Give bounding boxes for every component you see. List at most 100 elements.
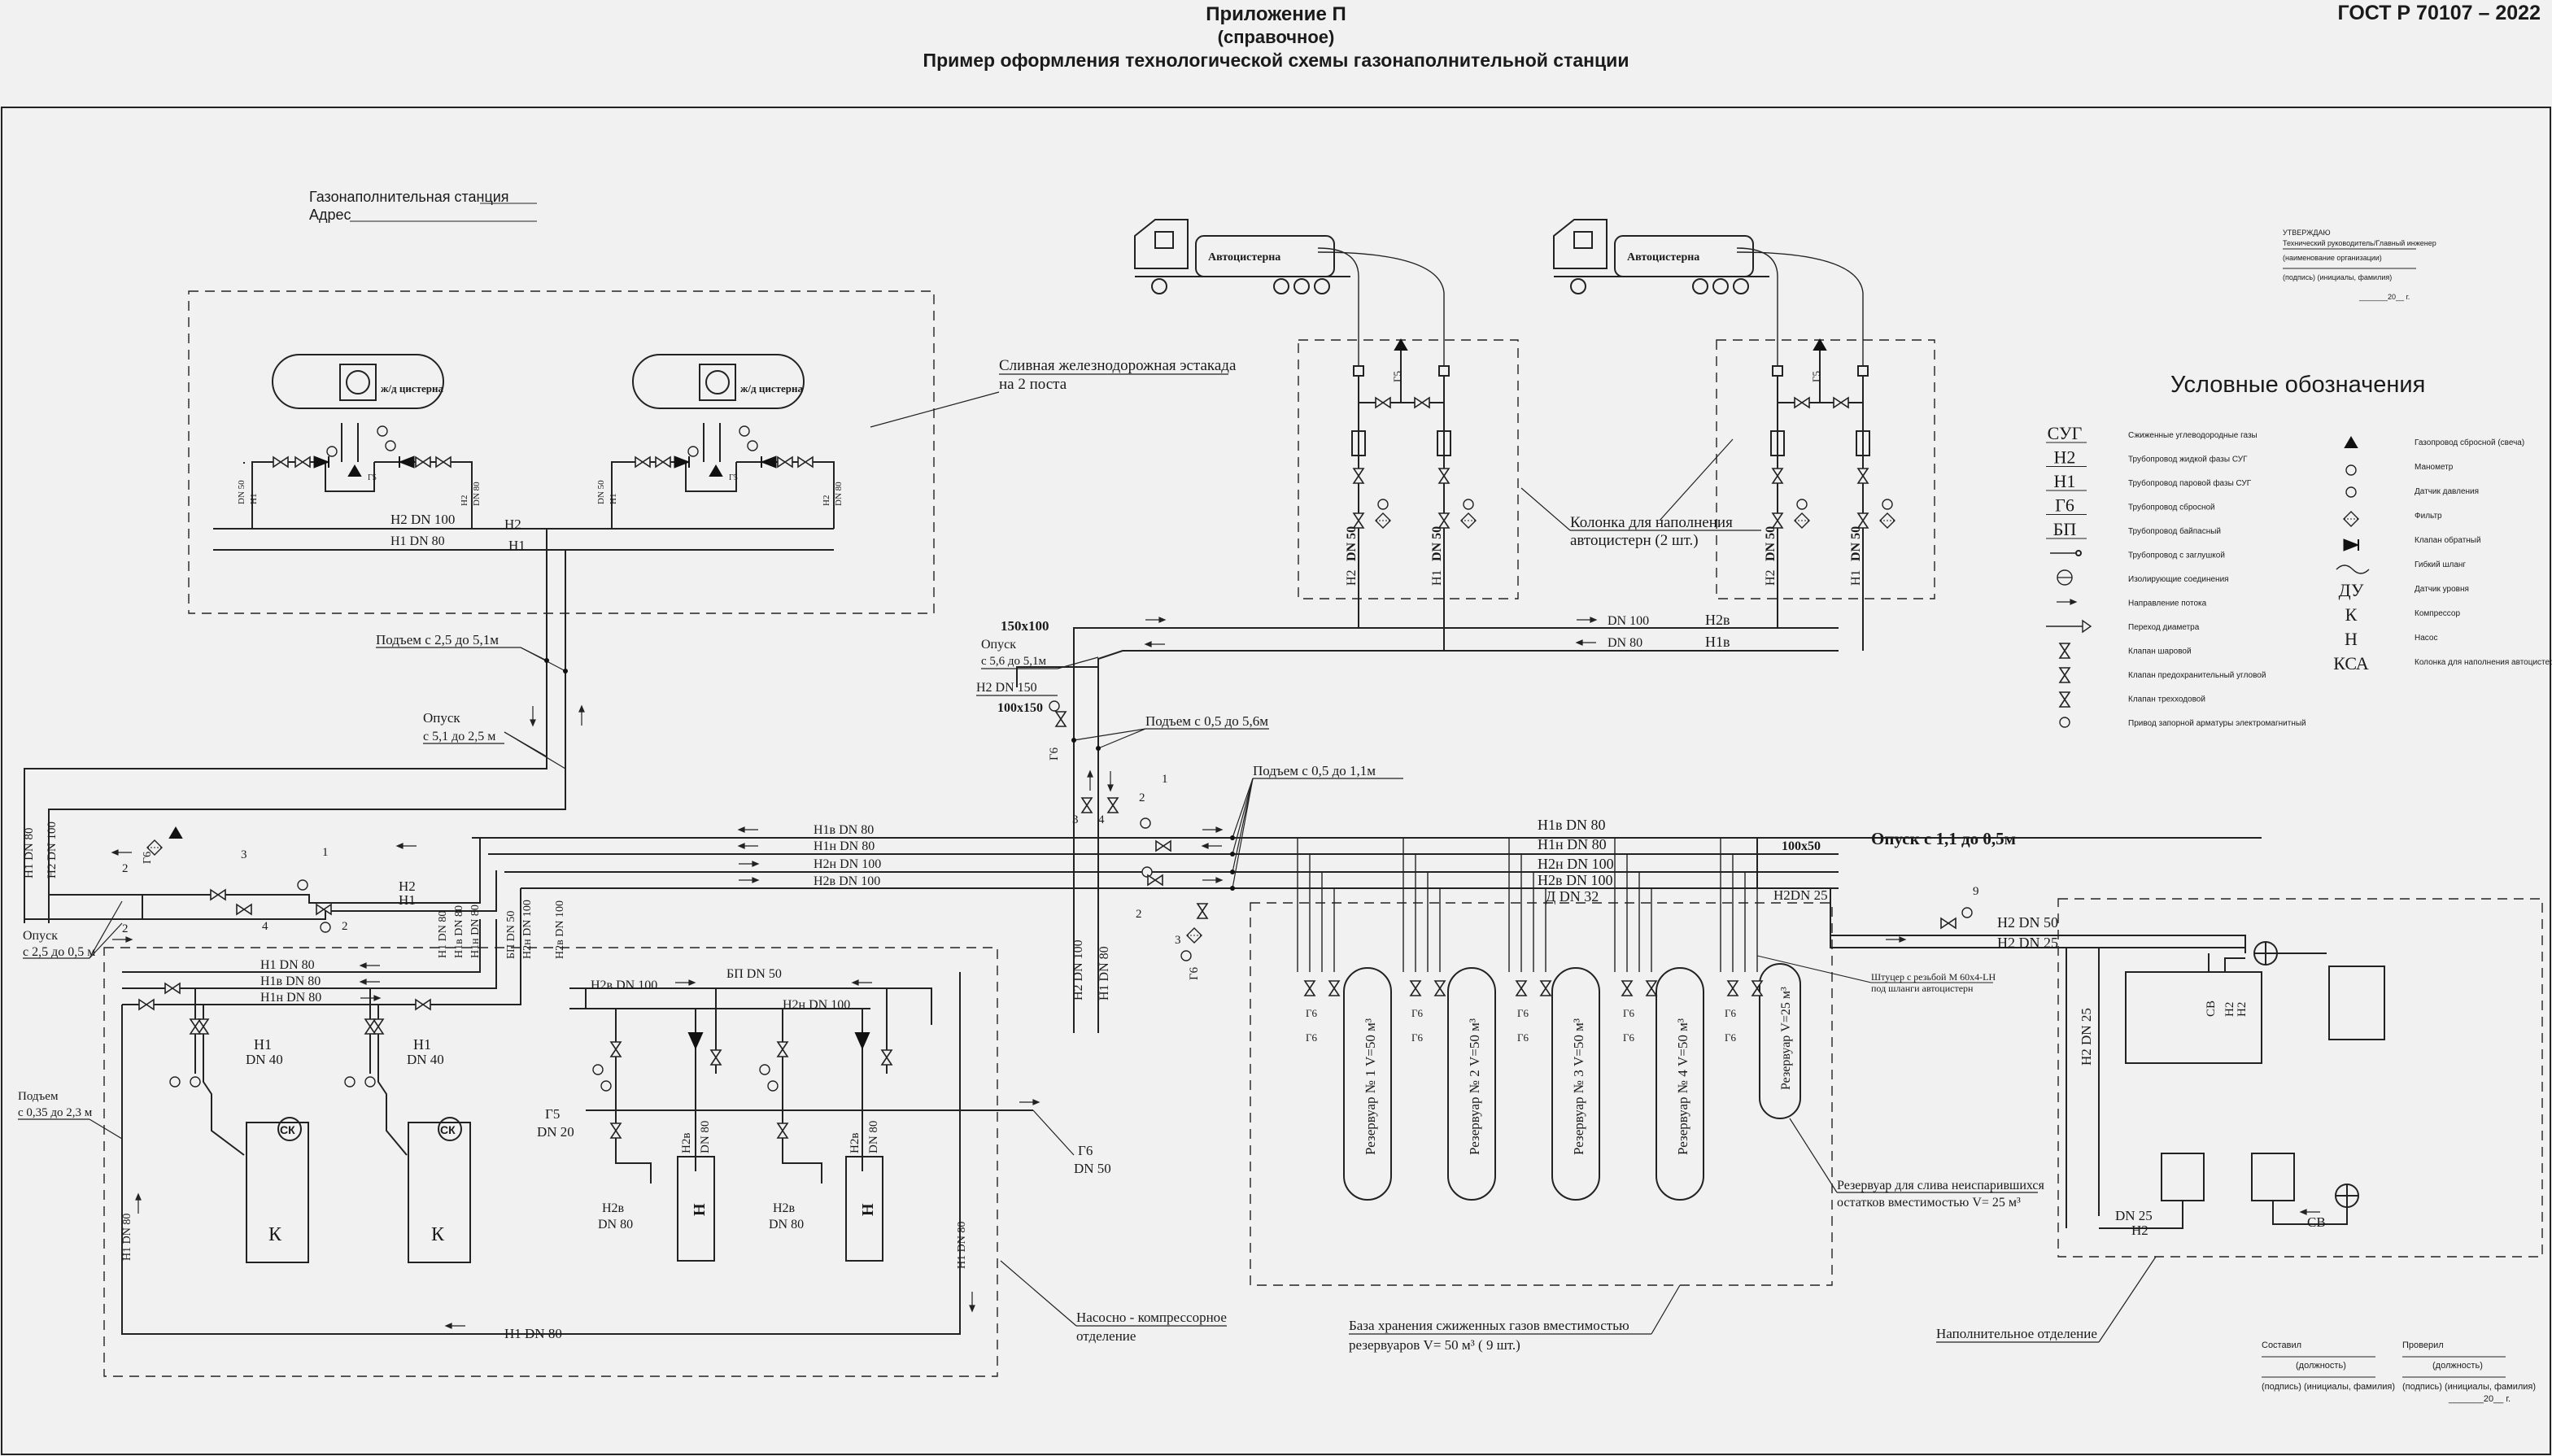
- st-h1v: Н1в DN 80: [1538, 817, 1606, 833]
- num-2a: 2: [122, 862, 129, 875]
- lift-011-label: Подъем с 0,5 до 1,1м: [1253, 763, 1376, 778]
- hdr-h2n: Н2н DN 100: [814, 857, 881, 871]
- h2-dn150: Н2 DN 150: [976, 681, 1037, 695]
- storage-label-1: База хранения сжиженных газов вместимост…: [1349, 1318, 1629, 1333]
- drop-25-label-2: с 2,5 до 0,5 м: [23, 945, 95, 959]
- storage-label-2: резервуаров V= 50 м³ ( 9 шт.): [1349, 1337, 1520, 1353]
- num-2b: 2: [122, 922, 129, 935]
- st-h2v: Н2в DN 100: [1538, 872, 1613, 888]
- t5-g6b: Г6: [1725, 1031, 1737, 1044]
- tank-2: Резервуар № 2 V=50 м³: [1467, 1018, 1482, 1155]
- fill-h2-dn25: Н2 DN 25: [2079, 1008, 2094, 1066]
- tank-1: Резервуар № 1 V=50 м³: [1363, 1018, 1378, 1155]
- sk-2: СК: [440, 1123, 456, 1136]
- sk-1: СК: [280, 1123, 295, 1136]
- pc-g6: Г6: [1078, 1143, 1093, 1158]
- size-100x50: 100х50: [1782, 839, 1821, 853]
- station-address: Адрес: [309, 207, 351, 223]
- fill-h2a: Н2: [2223, 1002, 2236, 1017]
- lift-035-label-2: с 0,35 до 2,3 м: [18, 1106, 93, 1119]
- num-2e: 2: [1136, 908, 1142, 921]
- comp2-h1: Н1: [413, 1036, 431, 1053]
- legend-left-sym-0: СУГ: [2048, 423, 2083, 443]
- rail-trestle: ж/д цистерна ж/д цистерна Г5 DN 50 Н1 Н2…: [188, 290, 1237, 614]
- legend-left-text-9: Клапан шаровой: [2128, 647, 2192, 656]
- rail2-dn50: DN 50: [596, 480, 606, 504]
- drop-25-label-1: Опуск: [23, 929, 58, 943]
- rail-tank-1: ж/д цистерна: [272, 354, 444, 409]
- size-150x100: 150х100: [1001, 618, 1049, 634]
- signoff-sign-2: (подпись) (инициалы, фамилия): [2402, 1382, 2536, 1392]
- legend-right-text-2: Датчик давления: [2415, 487, 2479, 496]
- num-3b: 3: [1072, 813, 1079, 826]
- lift-056-label: Подъем с 0,5 до 5,6м: [1145, 713, 1268, 729]
- t4-g6a: Г6: [1623, 1007, 1635, 1019]
- t3-g6a: Г6: [1517, 1007, 1529, 1019]
- approval-date: _______20__ г.: [2358, 293, 2410, 301]
- comp1-dn40: DN 40: [246, 1052, 283, 1067]
- pc-h1-ret: Н1 DN 80: [956, 1222, 968, 1269]
- col1-dn50a: DN 50: [1345, 526, 1359, 561]
- t2-g6a: Г6: [1411, 1007, 1424, 1019]
- legend-left-text-4: Трубопровод байпасный: [2128, 526, 2221, 536]
- col2-h1: Н1: [1849, 569, 1863, 586]
- legend-left-text-0: Сжиженные углеводородные газы: [2128, 431, 2258, 440]
- compressor-1-label: К: [268, 1224, 282, 1245]
- signoff-block: Составил Проверил (должность) (должность…: [2262, 1340, 2536, 1404]
- legend-left-text-3: Трубопровод сбросной: [2128, 503, 2215, 512]
- legend-right-text-3: Фильтр: [2415, 512, 2442, 521]
- compressor-2: К СК Н1 DN 40: [344, 988, 471, 1263]
- signoff-checked: Проверил: [2402, 1340, 2444, 1350]
- filling-section: СВ Н2 Н2 СВ Н2 DN 25 DN 25 Н2: [2057, 898, 2543, 1258]
- rail-tank-2: ж/д цистерна: [632, 354, 805, 409]
- truck-2: Автоцистерна: [1553, 219, 1769, 294]
- pc-vert4: БП DN 50: [505, 911, 517, 959]
- st-h1n: Н1н DN 80: [1538, 836, 1607, 852]
- signoff-date: _______20__ г.: [2448, 1394, 2511, 1404]
- pc-g6-dn50: DN 50: [1074, 1161, 1111, 1176]
- pump2-h2v: Н2в: [848, 1133, 862, 1153]
- h2-dn25-top: Н2DN 25: [1773, 887, 1828, 903]
- bp-dn50: БП DN 50: [726, 967, 782, 981]
- pc-label-1: Насосно - компрессорное: [1076, 1310, 1227, 1325]
- rail2-dn80: DN 80: [834, 482, 844, 506]
- truck-1: Автоцистерна: [1134, 219, 1350, 294]
- trestle-h1: Н1: [508, 538, 526, 553]
- signoff-pos-2: (должность): [2432, 1361, 2483, 1371]
- col-dn100: DN 100: [1608, 614, 1649, 628]
- trestle-h2: Н2: [504, 517, 521, 532]
- legend-left-sym-1: Н2: [2054, 447, 2076, 468]
- fill-section-label: Наполнительное отделение: [1936, 1326, 2097, 1341]
- g6-left: Г6: [142, 852, 154, 864]
- drop-51-label-1: Опуск: [423, 710, 460, 726]
- hdr-h2v: Н2в DN 100: [814, 874, 880, 888]
- legend-left-sym-2: Н1: [2054, 471, 2076, 491]
- approval-sign: (подпись) (инициалы, фамилия): [2283, 273, 2392, 281]
- pump-compressor-section: Н1 DN 80 Н1в DN 80 Н1н DN 80 Н1 DN 80 Н1…: [18, 888, 1227, 1377]
- fill-dn25: DN 25: [2115, 1208, 2153, 1223]
- num-3: 3: [241, 848, 247, 861]
- col1-g5: Г5: [1391, 371, 1403, 382]
- drain-tank-label-1: Резервуар для слива неиспарившихся: [1837, 1179, 2045, 1192]
- legend-right-sym-9: КСА: [2333, 653, 2369, 674]
- signoff-pos-1: (должность): [2296, 1361, 2346, 1371]
- fill-h2c: Н2: [2131, 1223, 2148, 1238]
- pc-h1-bottom: Н1 DN 80: [504, 1326, 562, 1341]
- g6-mid2: Г6: [1188, 966, 1201, 980]
- legend-left-text-8: Переход диаметра: [2128, 623, 2200, 632]
- size-100x150: 100х150: [997, 701, 1043, 715]
- legend-left-text-12: Привод запорной арматуры электромагнитны…: [2128, 719, 2306, 728]
- g5-r2: Г5: [729, 473, 738, 482]
- col-dn80: DN 80: [1608, 636, 1642, 650]
- gost-number: ГОСТ Р 70107 – 2022: [2337, 2, 2541, 24]
- st-d-dn32: Д DN 32: [1546, 888, 1599, 905]
- t3-g6b: Г6: [1517, 1031, 1529, 1044]
- num-2d: 2: [1139, 791, 1145, 804]
- drain-tank-label-2: остатков вместимостью V= 25 м³: [1837, 1196, 2021, 1210]
- legend-right-sym-7: К: [2345, 604, 2358, 625]
- legend-left-text-5: Трубопровод с заглушкой: [2128, 551, 2225, 560]
- fill-column-2: Г5 DN 50 Н2 DN 50 Н1: [1716, 339, 1935, 651]
- h2-dn100-vert: Н2 DN 100: [46, 822, 59, 878]
